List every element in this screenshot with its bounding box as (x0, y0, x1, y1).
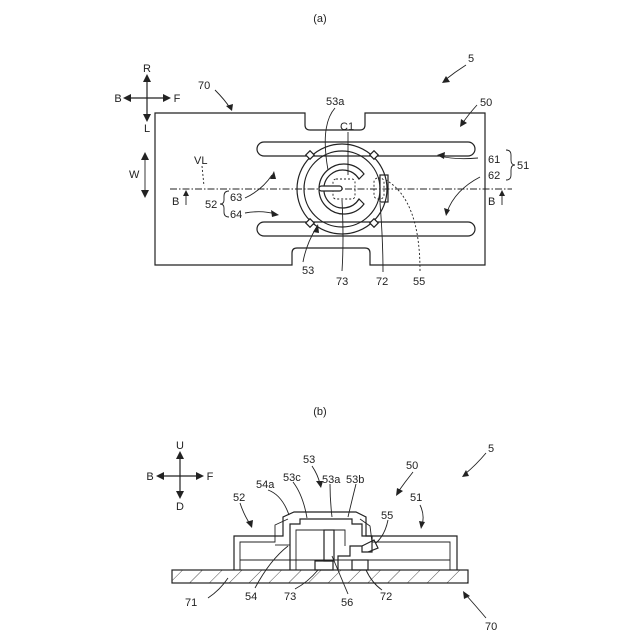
panel-b-label: (b) (313, 406, 326, 418)
label-b-51: 51 (410, 492, 422, 504)
compass-b-f: F (207, 471, 214, 483)
compass-b-b: B (146, 471, 153, 483)
label-b-73: 73 (284, 591, 296, 603)
leader-b-5 (465, 453, 486, 474)
label-b-54a: 54a (256, 479, 275, 491)
section-marker-right (499, 190, 505, 205)
label-b-56: 56 (341, 597, 353, 609)
compass-b-d: D (176, 501, 184, 513)
label-b-53a: 53a (322, 474, 341, 486)
ring-tab-ne (370, 151, 378, 159)
label-a-72: 72 (376, 276, 388, 288)
ring-tab-sw (306, 219, 314, 227)
section-marker-left (183, 190, 189, 205)
leader-a-63 (245, 175, 272, 198)
leader-a-70 (215, 90, 230, 108)
direction-compass-a: R L B F (114, 63, 180, 135)
label-a-vl: VL (194, 155, 207, 167)
leader-a-5 (445, 65, 466, 80)
label-a-51: 51 (517, 160, 529, 172)
label-a-c1: C1 (340, 121, 354, 133)
label-b-71: 71 (185, 597, 197, 609)
leader-a-50 (462, 105, 477, 124)
compass-a-f: F (174, 93, 181, 105)
compass-a-b: B (114, 93, 121, 105)
label-a-61: 61 (488, 154, 500, 166)
housing-inner-left (240, 519, 288, 570)
housing-inner-right (360, 519, 450, 570)
leader-a-vl (202, 166, 204, 186)
label-a-64: 64 (230, 209, 242, 221)
leader-b-54a (268, 490, 289, 515)
housing-body (234, 512, 457, 570)
label-b-53c: 53c (283, 472, 301, 484)
label-a-50: 50 (480, 97, 492, 109)
label-a-b-right: B (488, 196, 495, 208)
label-b-70: 70 (485, 621, 497, 633)
leader-b-55 (376, 520, 388, 543)
brace-51 (506, 150, 515, 180)
label-b-54: 54 (245, 591, 257, 603)
label-a-70: 70 (198, 80, 210, 92)
label-b-52: 52 (233, 492, 245, 504)
element-72-block (352, 560, 368, 570)
ring-tab-se (370, 219, 378, 227)
width-dimension-arrow (141, 152, 149, 198)
leader-b-52 (240, 503, 250, 524)
label-b-72: 72 (380, 591, 392, 603)
label-a-w: W (129, 169, 140, 181)
label-a-63: 63 (230, 192, 242, 204)
label-b-5: 5 (488, 443, 494, 455)
leader-a-53a (325, 108, 335, 170)
label-b-50: 50 (406, 460, 418, 472)
panel-a-label: (a) (313, 13, 326, 25)
label-a-53a: 53a (326, 96, 345, 108)
compass-b-u: U (176, 440, 184, 452)
label-b-53b: 53b (346, 474, 364, 486)
leader-a-53 (303, 228, 316, 262)
leader-a-64 (245, 212, 275, 214)
leader-a-72 (380, 203, 383, 272)
label-a-73: 73 (336, 276, 348, 288)
center-bar (319, 186, 342, 191)
label-a-b-left: B (172, 196, 179, 208)
leader-b-50 (398, 472, 413, 492)
label-a-5: 5 (468, 53, 474, 65)
label-a-53: 53 (302, 265, 314, 277)
label-a-52: 52 (205, 199, 217, 211)
label-a-55: 55 (413, 276, 425, 288)
leader-a-62 (447, 177, 480, 212)
slot-lower (257, 222, 475, 236)
label-b-53: 53 (303, 454, 315, 466)
leader-a-55 (386, 180, 420, 271)
stage-53-section (290, 519, 372, 570)
element-73-block (315, 561, 333, 570)
direction-compass-b: U D B F (146, 440, 213, 513)
label-b-55: 55 (381, 510, 393, 522)
compass-a-r: R (143, 63, 151, 75)
ring-tab-nw (306, 151, 314, 159)
compass-a-l: L (144, 123, 150, 135)
base-plate-71 (172, 570, 468, 583)
leader-b-70 (466, 595, 486, 618)
brace-52 (220, 191, 229, 217)
label-a-62: 62 (488, 170, 500, 182)
